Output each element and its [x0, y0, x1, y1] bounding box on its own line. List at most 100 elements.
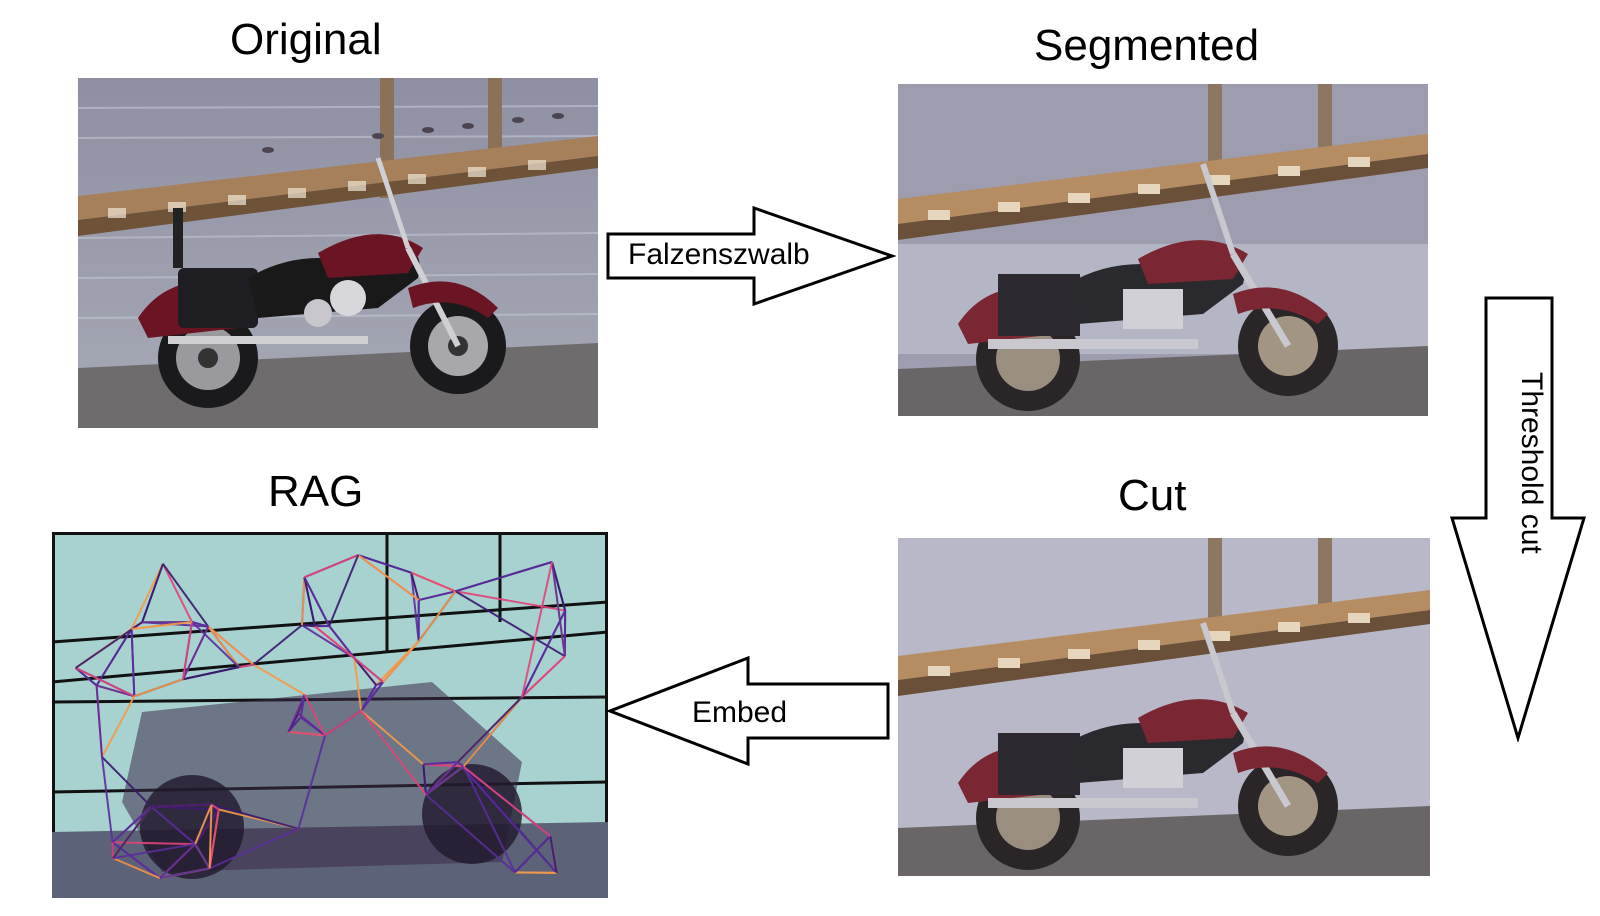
rag-edge: [455, 590, 566, 612]
embed-arrow: [605, 655, 890, 767]
rag-title: RAG: [268, 467, 364, 516]
embed-label: Embed: [692, 696, 788, 729]
rag-edge: [194, 808, 220, 845]
rag-edge: [131, 621, 193, 630]
cut-title: Cut: [1118, 471, 1187, 520]
rag-edge: [297, 712, 326, 737]
rag-edge: [95, 628, 133, 687]
rag-edge: [75, 666, 135, 698]
rag-edge: [314, 625, 355, 659]
rag-edge: [514, 835, 551, 874]
rag-edge: [549, 835, 558, 874]
rag-edge: [288, 730, 326, 737]
rag-edge: [360, 681, 384, 712]
rag-edge: [457, 761, 551, 837]
rag-edge: [287, 694, 306, 733]
rag-edge: [209, 827, 299, 870]
rag-edge: [462, 765, 516, 873]
cut-image: [898, 538, 1430, 876]
rag-edge: [357, 554, 412, 574]
rag-edge: [521, 561, 553, 698]
rag-edge: [112, 843, 196, 860]
rag-edge: [324, 709, 362, 737]
rag-edge: [207, 625, 255, 666]
rag-edge: [252, 624, 303, 666]
rag-edge: [130, 628, 136, 697]
rag-edge: [133, 678, 184, 698]
rag-edge: [211, 803, 299, 830]
rag-edge: [112, 857, 161, 880]
rag-edge: [112, 806, 153, 859]
rag-edge: [162, 563, 193, 623]
rag-edge: [353, 657, 384, 683]
rag-edge: [425, 793, 516, 874]
rag-edge: [422, 764, 427, 795]
rag-edge: [191, 621, 240, 668]
rag-edge: [457, 761, 465, 768]
rag-edge: [182, 621, 193, 680]
rag-edge: [425, 761, 459, 796]
rag-edge: [382, 640, 420, 683]
rag-edge: [303, 576, 331, 627]
rag-edge: [303, 577, 316, 627]
rag-edge: [208, 804, 213, 869]
rag-edge: [410, 571, 456, 593]
rag-edge: [425, 765, 465, 796]
rag-edge: [101, 756, 114, 843]
rag-edge: [194, 804, 213, 845]
rag-edge: [112, 841, 196, 846]
rag-edge: [455, 561, 553, 593]
rag-edge: [141, 563, 164, 623]
rag-edge: [456, 696, 523, 763]
rag-edge: [357, 554, 420, 601]
rag-edge: [208, 809, 220, 869]
rag-edge: [551, 561, 566, 657]
rag-edge: [96, 684, 135, 698]
rag-edge: [111, 805, 152, 844]
rag-edge: [304, 554, 359, 579]
rag-edge: [418, 590, 456, 602]
rag-edge: [182, 666, 240, 681]
rag-edge: [252, 663, 306, 696]
rag-edge: [111, 842, 115, 859]
rag-edge: [514, 871, 557, 874]
rag-edge: [353, 657, 363, 711]
falzenszwalb-label: Falzenszwalb: [628, 238, 810, 271]
rag-edge: [194, 843, 211, 869]
rag-edge: [521, 610, 567, 698]
rag-edge: [101, 695, 136, 758]
rag-edge: [101, 756, 152, 808]
rag-edge: [353, 657, 377, 686]
rag-edge: [521, 655, 566, 698]
rag-edge: [300, 577, 306, 626]
rag-edge: [191, 621, 209, 628]
rag-edge: [303, 694, 326, 736]
rag-image: [52, 532, 608, 898]
falzenszwalb-arrow: [606, 205, 897, 307]
rag-edge: [130, 563, 164, 630]
rag-edge: [423, 761, 458, 766]
rag-edge: [301, 624, 315, 628]
rag-edge: [417, 590, 457, 642]
rag-edge: [182, 626, 210, 680]
rag-edge: [410, 572, 420, 642]
rag-edge: [159, 867, 210, 880]
rag-edge: [410, 572, 420, 601]
segmented-title: Segmented: [1034, 21, 1260, 70]
rag-edge: [297, 735, 327, 829]
rag-edge: [207, 625, 240, 668]
rag-edge: [95, 685, 103, 758]
rag-edge: [456, 761, 558, 874]
rag-edge: [74, 667, 98, 687]
rag-edge: [462, 696, 523, 767]
rag-edge: [162, 563, 210, 628]
rag-edge: [360, 709, 425, 766]
rag-edge: [328, 554, 360, 627]
rag-edge: [159, 843, 196, 879]
threshold-cut-arrow: [1448, 296, 1588, 744]
rag-edge: [328, 625, 356, 659]
threshold-cut-label: Threshold cut: [1515, 372, 1548, 554]
rag-edge: [551, 561, 567, 611]
rag-edge: [75, 621, 143, 669]
original-image: [78, 78, 598, 428]
